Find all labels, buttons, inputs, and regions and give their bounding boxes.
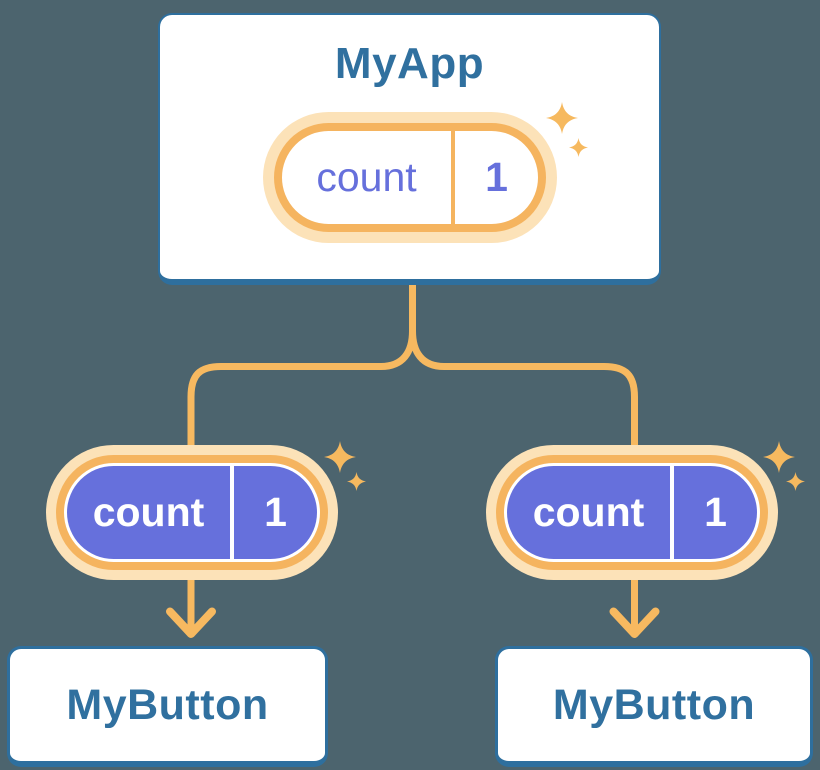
state-name: count: [316, 154, 417, 200]
prop-name: count: [532, 489, 645, 535]
branch-right-line: [409, 280, 638, 633]
component-title: MyButton: [552, 680, 756, 729]
sparkle-icon: [546, 102, 578, 134]
state-pill-root: count 1: [263, 112, 557, 243]
prop-name: count: [92, 489, 205, 535]
state-value-cell: 1: [455, 131, 538, 224]
prop-pill-right: count 1: [486, 445, 778, 580]
sparkle-icon: [786, 472, 805, 491]
prop-value-cell: 1: [234, 466, 317, 559]
prop-name-cell: count: [67, 466, 230, 559]
component-card-mybutton-left: MyButton: [7, 646, 328, 767]
prop-pill-left: count 1: [46, 445, 338, 580]
prop-value: 1: [704, 489, 727, 535]
component-title: MyButton: [66, 680, 269, 729]
prop-value: 1: [264, 489, 287, 535]
pill-divider: [451, 131, 455, 224]
pill-divider: [670, 466, 674, 559]
sparkle-icon: [347, 472, 366, 491]
prop-pill-ring: count 1: [496, 455, 768, 570]
component-card-mybutton-right: MyButton: [495, 646, 813, 767]
sparkle-icon: [324, 441, 356, 473]
arrow-down-icon-right: [609, 607, 660, 638]
prop-value-cell: 1: [674, 466, 757, 559]
prop-name-cell: count: [507, 466, 670, 559]
state-name-cell: count: [282, 131, 451, 224]
component-title: MyApp: [334, 39, 485, 88]
arrow-down-icon-left: [166, 607, 216, 638]
sparkle-icon: [569, 138, 588, 157]
prop-pill-ring: count 1: [56, 455, 328, 570]
state-value: 1: [485, 154, 508, 200]
pill-divider: [230, 466, 234, 559]
sparkle-icon: [763, 441, 795, 473]
state-pill-ring: count 1: [274, 123, 546, 232]
